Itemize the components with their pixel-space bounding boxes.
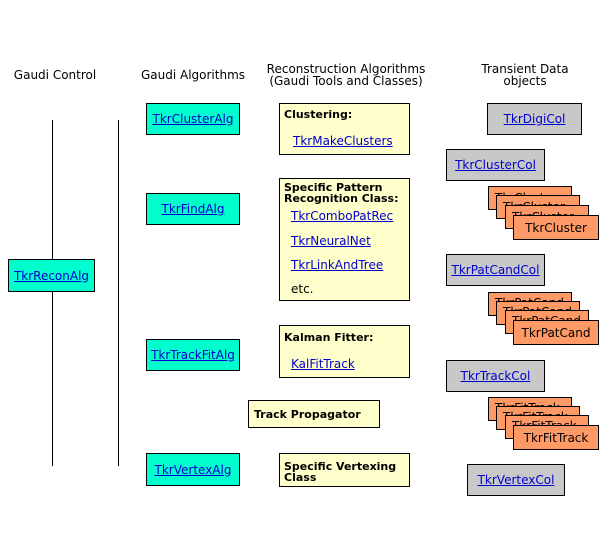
kalman-title: Kalman Fitter:	[284, 331, 374, 344]
tkr-vertex-col-box[interactable]: TkrVertexCol	[467, 464, 565, 496]
kalman-fitter-tool-box: Kalman Fitter: KalFitTrack	[279, 325, 410, 378]
tkr-digi-col-box[interactable]: TkrDigiCol	[487, 103, 582, 135]
tkr-vertex-alg-box[interactable]: TkrVertexAlg	[146, 453, 240, 486]
tkr-track-fit-alg-box[interactable]: TkrTrackFitAlg	[146, 339, 240, 371]
tkr-combo-patrec-link[interactable]: TkrComboPatRec	[291, 209, 394, 223]
tkr-cluster-alg-box[interactable]: TkrClusterAlg	[146, 103, 240, 135]
tkr-track-fit-alg-link[interactable]: TkrTrackFitAlg	[151, 348, 235, 362]
clustering-tool-box: Clustering: TkrMakeClusters	[279, 103, 410, 155]
tkr-find-alg-link[interactable]: TkrFindAlg	[161, 202, 225, 216]
tkr-cluster-object: TkrCluster	[513, 215, 599, 240]
header-transient-line1: Transient Data	[481, 62, 569, 76]
track-propagator-tool-box: Track Propagator	[248, 400, 380, 428]
tkr-find-alg-box[interactable]: TkrFindAlg	[146, 193, 240, 225]
tkr-patcand-object: TkrPatCand	[513, 320, 599, 345]
tkr-fit-track-object: TkrFitTrack	[513, 425, 599, 450]
tkr-cluster-alg-link[interactable]: TkrClusterAlg	[152, 112, 234, 126]
tkr-patcand-col-box[interactable]: TkrPatCandCol	[446, 254, 545, 286]
header-transient-line2: objects	[503, 74, 547, 88]
tkr-recon-alg-box[interactable]: TkrReconAlg	[8, 259, 95, 292]
clustering-title: Clustering:	[284, 108, 353, 121]
tkr-neural-net-link[interactable]: TkrNeuralNet	[291, 234, 371, 248]
tkr-cluster-col-link[interactable]: TkrClusterCol	[455, 158, 536, 172]
algorithms-line	[118, 120, 119, 466]
header-recon-line2: (Gaudi Tools and Classes)	[269, 74, 423, 88]
header-recon-line1: Reconstruction Algorithms	[266, 62, 426, 76]
tkr-track-col-link[interactable]: TkrTrackCol	[460, 369, 531, 383]
header-gaudi-algorithms: Gaudi Algorithms	[140, 68, 246, 82]
propagator-title: Track Propagator	[254, 408, 361, 421]
tkr-vertex-alg-link[interactable]: TkrVertexAlg	[154, 462, 232, 477]
control-line	[52, 120, 53, 466]
tkr-cluster-object-label: TkrCluster	[525, 220, 587, 235]
vertexing-title-line2: Class	[284, 471, 317, 484]
tkr-track-col-box[interactable]: TkrTrackCol	[446, 360, 545, 392]
vertexing-title-line1: Specific Vertexing	[284, 460, 397, 473]
tkr-link-and-tree-link[interactable]: TkrLinkAndTree	[291, 258, 384, 272]
header-gaudi-control: Gaudi Control	[13, 68, 97, 82]
tkr-patcand-object-label: TkrPatCand	[521, 325, 591, 340]
tkr-digi-col-link[interactable]: TkrDigiCol	[503, 112, 566, 126]
pattern-recognition-tool-box: Specific Pattern Recognition Class: TkrC…	[279, 178, 410, 301]
pattern-title-line1: Specific Pattern	[284, 181, 383, 194]
kal-fit-track-link[interactable]: KalFitTrack	[291, 357, 355, 371]
vertexing-tool-box: Specific Vertexing Class	[279, 453, 410, 487]
tkr-cluster-col-box[interactable]: TkrClusterCol	[446, 149, 545, 181]
tkr-make-clusters-link[interactable]: TkrMakeClusters	[293, 134, 393, 148]
tkr-recon-alg-link[interactable]: TkrReconAlg	[13, 268, 90, 283]
tkr-fit-track-object-label: TkrFitTrack	[523, 430, 589, 445]
tkr-vertex-col-link[interactable]: TkrVertexCol	[477, 473, 555, 487]
pattern-title-line2: Recognition Class:	[284, 192, 399, 205]
tkr-patcand-col-link[interactable]: TkrPatCandCol	[451, 263, 540, 277]
pattern-etc-label: etc.	[291, 282, 314, 296]
